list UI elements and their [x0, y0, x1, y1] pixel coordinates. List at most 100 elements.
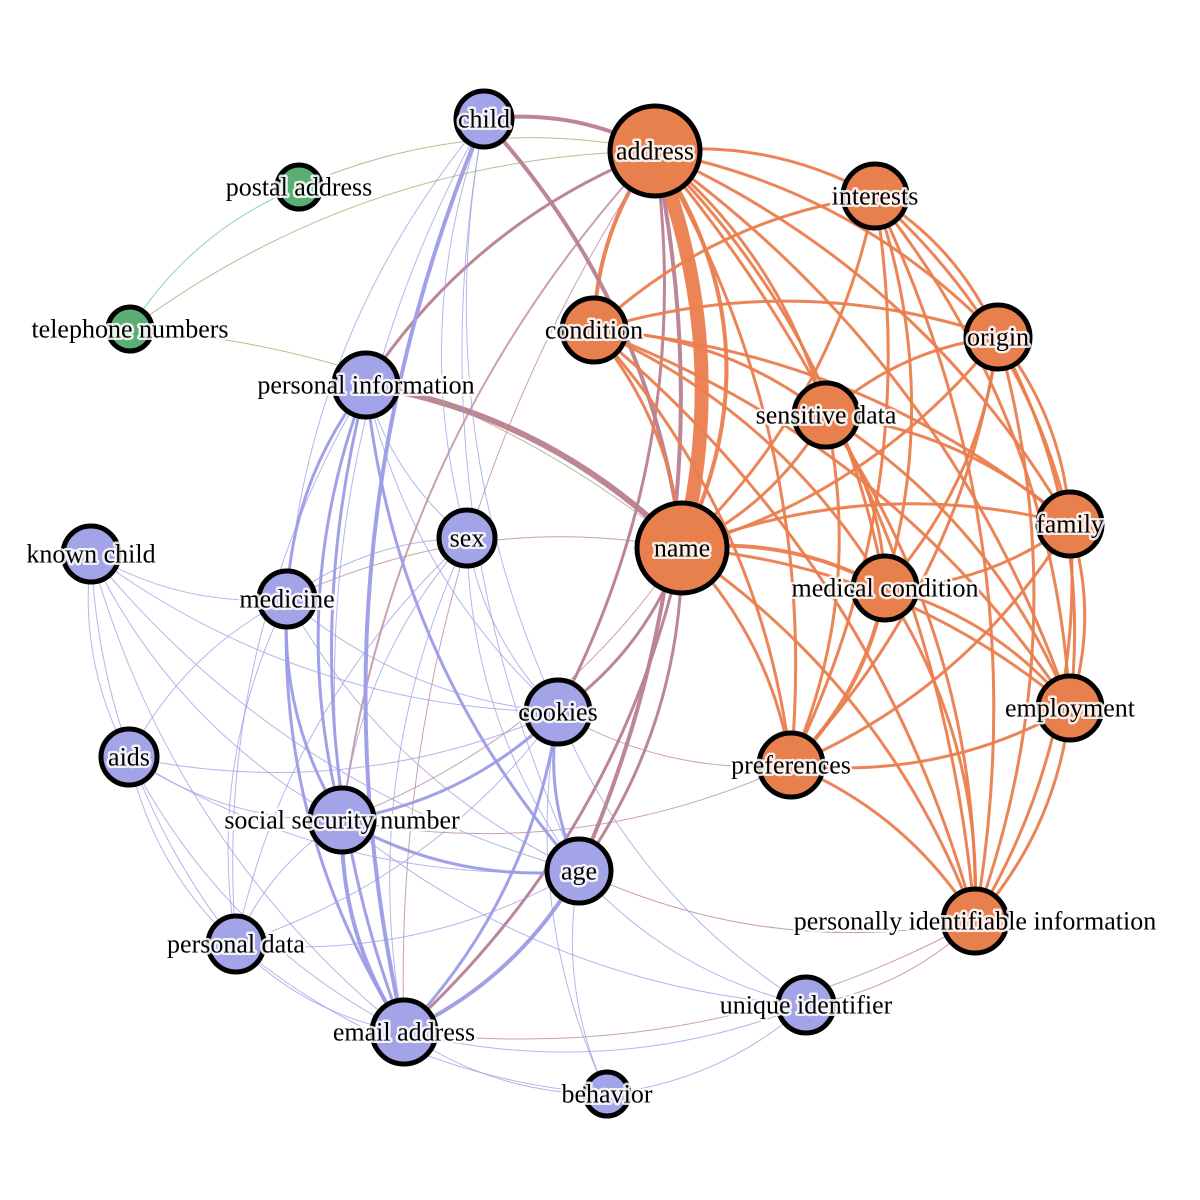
edge-name-pii	[680, 546, 977, 923]
edge-address-telephone_numbers	[129, 150, 656, 330]
edge-address-pii	[653, 149, 977, 923]
node-known-child[interactable]	[60, 523, 122, 585]
edge-preferences-ssn	[341, 764, 792, 835]
node-label-sex: sex	[450, 524, 485, 553]
node-family[interactable]	[1035, 489, 1105, 559]
node-medicine[interactable]	[256, 568, 318, 630]
edge-condition-pii	[592, 328, 977, 923]
edge-known_child-aids	[87, 553, 130, 758]
node-label-personal-data: personal data	[167, 930, 305, 959]
node-condition[interactable]	[559, 295, 629, 365]
edge-interests-medical_condition	[873, 194, 914, 590]
node-label-pii: personally identifiable information	[794, 907, 1156, 936]
edge-pii-email_address	[403, 920, 976, 1040]
edge-address-medical_condition	[653, 149, 887, 590]
node-preferences[interactable]	[756, 730, 826, 800]
node-telephone-numbers[interactable]	[105, 304, 155, 354]
node-interests[interactable]	[840, 161, 910, 231]
node-label-child: child	[458, 105, 510, 134]
edge-aids-cookies	[128, 711, 559, 773]
node-label-ssn: social security number	[224, 806, 460, 835]
node-label-origin: origin	[967, 323, 1029, 352]
edge-ssn-unique_identifier	[341, 819, 807, 1006]
node-medical-condition[interactable]	[850, 553, 920, 623]
node-layer	[60, 88, 1105, 1119]
edge-medicine-cookies	[286, 598, 559, 713]
edge-personal_information-personal_data	[232, 384, 367, 945]
edge-address-origin	[653, 149, 1000, 339]
node-child[interactable]	[453, 88, 515, 150]
node-label-cookies: cookies	[518, 698, 597, 727]
edge-known_child-cookies	[90, 553, 559, 713]
node-ssn[interactable]	[307, 785, 377, 855]
node-label-behavior: behavior	[562, 1080, 653, 1109]
node-email-address[interactable]	[369, 997, 439, 1067]
node-label-email-address: email address	[333, 1018, 475, 1047]
edge-ssn-known_child	[90, 553, 343, 821]
edge-condition-origin	[592, 299, 1000, 339]
edge-medicine-age	[286, 598, 580, 872]
edge-employment-preferences	[789, 706, 1072, 770]
edge-personal_information-age	[364, 383, 581, 873]
node-postal-address[interactable]	[274, 162, 324, 212]
edge-email_address-known_child	[90, 553, 405, 1033]
edge-personal_information-ssn	[316, 383, 368, 822]
edge-condition-interests	[592, 194, 877, 332]
node-label-name: name	[654, 534, 710, 563]
edge-medical_condition-pii	[883, 586, 978, 923]
node-personal-information[interactable]	[331, 350, 401, 420]
edge-name-family	[680, 502, 1072, 550]
node-label-aids: aids	[108, 743, 150, 772]
node-label-interests: interests	[832, 182, 919, 211]
edge-name-telephone_numbers	[129, 328, 683, 549]
node-label-postal-address: postal address	[226, 173, 373, 202]
node-label-personal-information: personal information	[257, 371, 474, 400]
edge-age-known_child	[90, 553, 580, 872]
node-sensitive-data[interactable]	[791, 380, 861, 450]
edge-aids-personal_data	[128, 756, 237, 945]
edge-address-ssn	[341, 150, 656, 821]
node-origin[interactable]	[963, 302, 1033, 372]
edge-address-name	[653, 149, 729, 550]
node-employment[interactable]	[1035, 673, 1105, 743]
node-age[interactable]	[544, 836, 614, 906]
edge-child-ssn	[333, 118, 485, 821]
edge-cookies-email_address	[402, 710, 560, 1034]
node-sex[interactable]	[436, 507, 498, 569]
node-address[interactable]	[607, 103, 703, 199]
node-pii[interactable]	[940, 886, 1010, 956]
edge-child-cookies	[465, 118, 559, 713]
edge-child-email_address	[363, 117, 486, 1034]
node-label-unique-identifier: unique identifier	[720, 991, 893, 1020]
edge-interests-employment	[873, 194, 1072, 710]
edge-interests-preferences	[789, 194, 890, 767]
node-label-known-child: known child	[26, 540, 155, 569]
edge-sex-personal_data	[235, 537, 468, 945]
node-label-condition: condition	[545, 316, 643, 345]
edge-origin-medical_condition	[883, 335, 1000, 590]
edge-address-personal_information	[364, 149, 657, 387]
node-unique-identifier[interactable]	[775, 974, 837, 1036]
node-name[interactable]	[634, 500, 730, 596]
edge-address-family	[653, 149, 1072, 526]
node-label-employment: employment	[1005, 694, 1136, 723]
edge-family-preferences	[789, 522, 1072, 767]
node-cookies[interactable]	[523, 677, 593, 747]
edge-age-unique_identifier	[578, 870, 807, 1006]
node-behavior[interactable]	[582, 1069, 632, 1119]
edge-age-personal_data	[235, 870, 580, 948]
edge-sex-email_address	[389, 537, 468, 1033]
edge-child-age	[461, 118, 580, 872]
edge-name-email_address	[402, 546, 684, 1034]
edge-postal_address-telephone_numbers	[129, 186, 300, 330]
node-personal-data[interactable]	[205, 913, 267, 975]
edge-cookies-unique_identifier	[557, 711, 807, 1006]
edge-condition-preferences	[592, 328, 793, 767]
node-aids[interactable]	[98, 726, 160, 788]
edge-child-sex	[440, 118, 485, 539]
edge-address-cookies	[556, 149, 666, 714]
edge-sensitive_data-employment	[824, 413, 1072, 710]
node-label-medical-condition: medical condition	[791, 574, 978, 603]
